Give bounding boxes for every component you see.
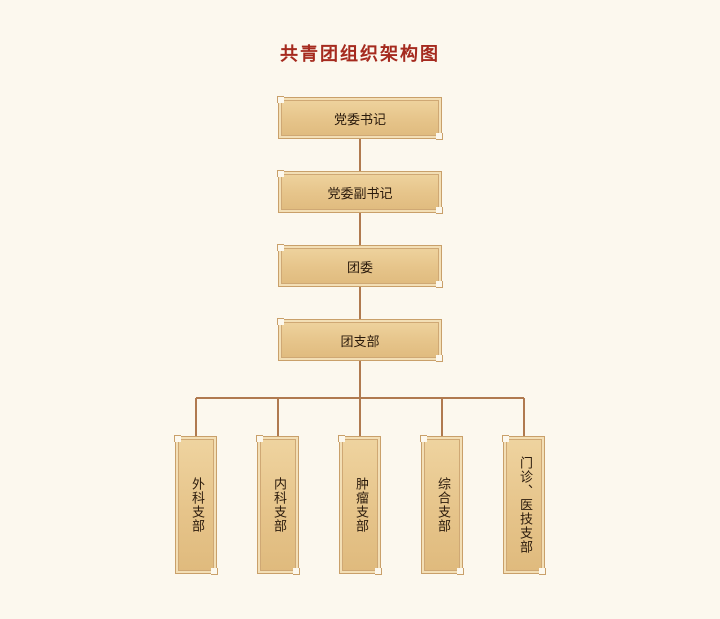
- node-oncology-branch: 肿瘤支部: [338, 435, 382, 575]
- node-outpatient-medtech-branch: 门诊、医技支部: [502, 435, 546, 575]
- node-league-branch: 团支部: [277, 318, 443, 362]
- node-internal-medicine-branch: 内科支部: [256, 435, 300, 575]
- chart-title: 共青团组织架构图: [280, 44, 440, 65]
- node-party-secretary: 党委书记: [277, 96, 443, 140]
- node-deputy-party-secretary: 党委副书记: [277, 170, 443, 214]
- node-league-committee: 团委: [277, 244, 443, 288]
- node-surgery-branch: 外科支部: [174, 435, 218, 575]
- node-general-branch: 综合支部: [420, 435, 464, 575]
